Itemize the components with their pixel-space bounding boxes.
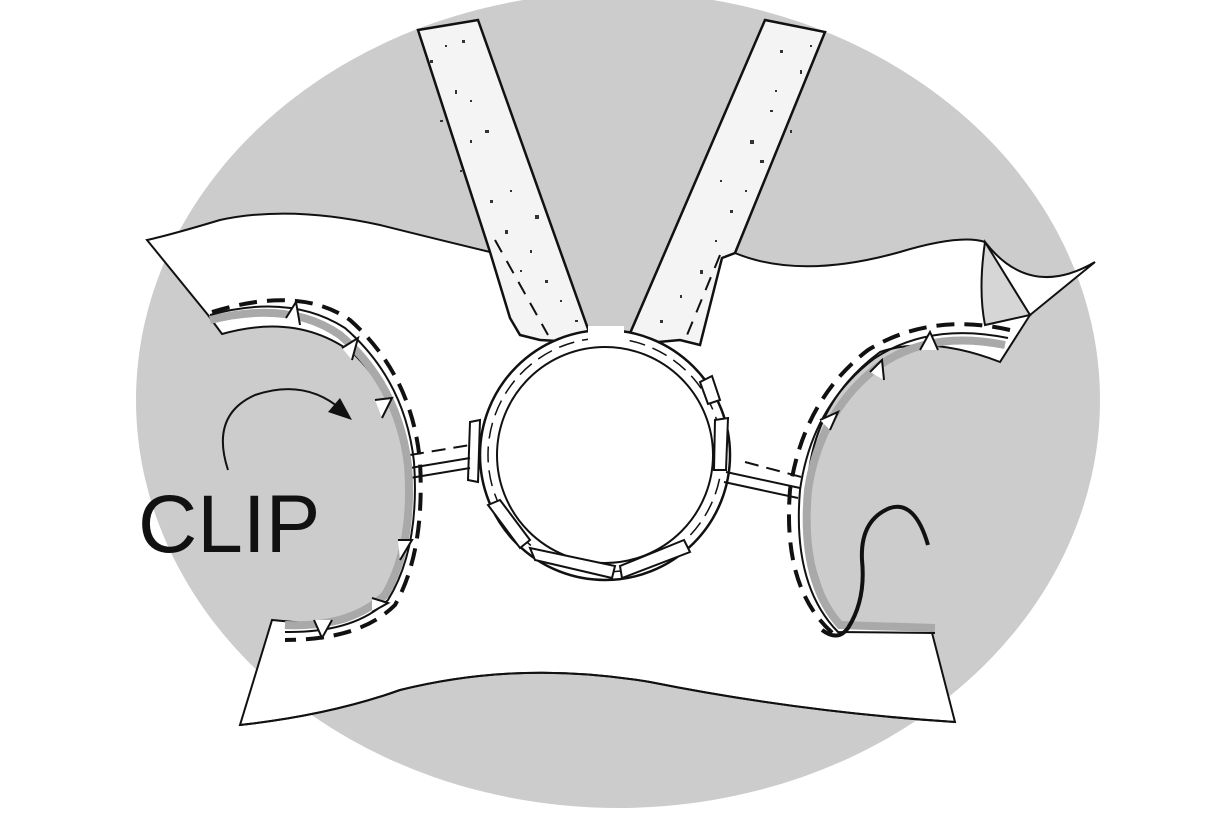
left-stapler-jaw [416,18,595,345]
clip-label: CLIP [138,479,320,570]
central-ring [466,326,732,582]
folded-corner [980,239,1032,327]
left-pleural-margin [209,298,423,642]
right-pleural-margin [787,322,1011,638]
suture-thread-icon [820,504,930,638]
curved-arrow-icon [221,388,352,471]
right-connector [723,461,806,499]
bottom-tissue-edge [239,671,956,726]
